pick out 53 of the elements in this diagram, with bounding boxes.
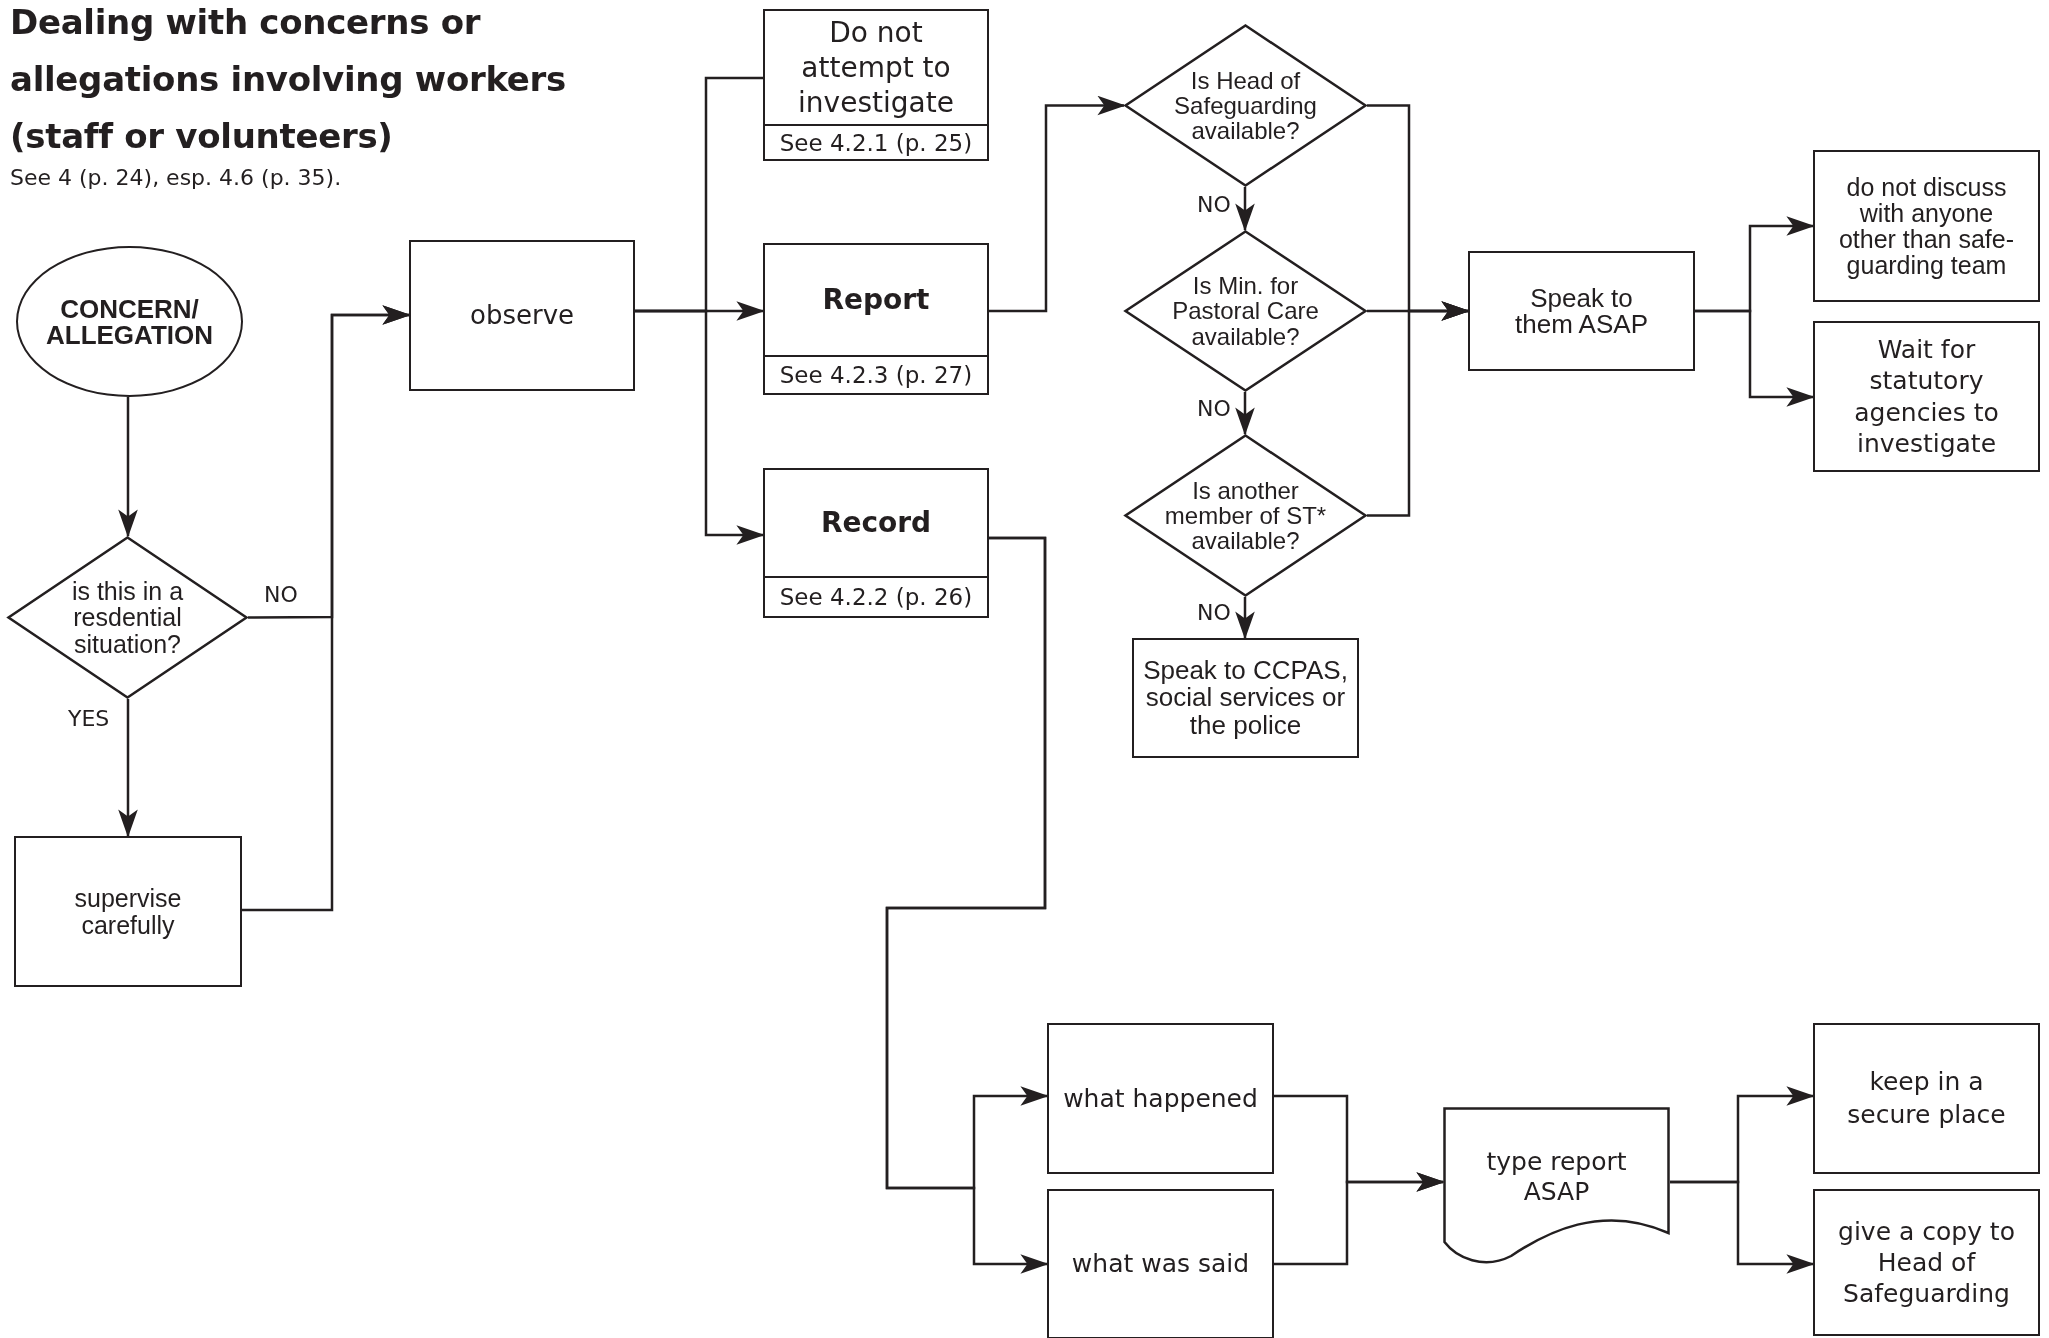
process-box bbox=[763, 468, 989, 618]
node-text: is this in a resdential situation? bbox=[70, 578, 185, 657]
connector-arrow bbox=[242, 305, 411, 912]
decision-diamond bbox=[1124, 24, 1367, 187]
process-box bbox=[1813, 1189, 2040, 1336]
connector-arrow bbox=[1235, 187, 1255, 232]
node-text: Is Head of Safeguarding available? bbox=[1173, 67, 1318, 144]
process-box bbox=[763, 9, 989, 161]
connector-arrow bbox=[635, 309, 765, 545]
node-text: supervise carefully bbox=[73, 885, 183, 938]
process-box bbox=[1813, 150, 2040, 302]
node-text: type report ASAP bbox=[1485, 1147, 1628, 1207]
node-text: keep in a secure place bbox=[1846, 1066, 2007, 1131]
connector-arrow bbox=[1367, 301, 1470, 517]
connector-arrow bbox=[1235, 597, 1255, 640]
decision-diamond bbox=[1124, 230, 1367, 392]
node-text: Speak to them ASAP bbox=[1514, 285, 1649, 337]
node-text: what was said bbox=[1071, 1249, 1250, 1279]
node-text: Is another member of ST* available? bbox=[1163, 477, 1328, 554]
process-box bbox=[14, 836, 242, 987]
reference-text: See 4.2.1 (p. 25) bbox=[779, 129, 973, 156]
reference-text: See 4.2.3 (p. 27) bbox=[779, 362, 973, 388]
process-box bbox=[1047, 1189, 1274, 1338]
node-text: Is Min. for Pastoral Care available? bbox=[1171, 273, 1320, 349]
process-box bbox=[1047, 1023, 1274, 1174]
connector-arrow bbox=[118, 397, 138, 538]
node-text: Speak to CCPAS, social services or the police bbox=[1143, 657, 1348, 739]
node-text: observe bbox=[470, 299, 574, 332]
connector-arrow bbox=[118, 699, 138, 838]
decision-diamond bbox=[7, 536, 248, 699]
node-text: Do not attempt to investigate bbox=[797, 15, 955, 120]
node-text: CONCERN/ ALLEGATION bbox=[44, 295, 215, 348]
node-text: Record bbox=[820, 506, 932, 540]
process-box bbox=[409, 240, 635, 391]
connector-arrow bbox=[1670, 1180, 1815, 1274]
process-box bbox=[1813, 1023, 2040, 1174]
connector-arrow bbox=[1235, 392, 1255, 436]
process-box bbox=[1813, 321, 2040, 472]
node-text: give a copy to Head of Safeguarding bbox=[1837, 1215, 2016, 1310]
connector-arrow bbox=[989, 95, 1126, 313]
process-box bbox=[763, 243, 989, 395]
reference-text: See 4.2.2 (p. 26) bbox=[779, 584, 973, 610]
process-box bbox=[1468, 251, 1695, 371]
node-text: Wait for statutory agencies to investigate bbox=[1853, 334, 2000, 459]
node-text: do not discuss with anyone other than safe-guarding team bbox=[1837, 173, 2016, 279]
reference-note: See 4 (p. 24), esp. 4.6 (p. 35). bbox=[10, 165, 342, 190]
process-box bbox=[1132, 638, 1359, 758]
connector-arrow bbox=[1274, 1172, 1445, 1266]
node-text: Report bbox=[822, 283, 930, 317]
connector-arrow bbox=[1695, 309, 1815, 407]
decision-diamond bbox=[1124, 434, 1367, 597]
node-text: what happened bbox=[1063, 1083, 1258, 1114]
diagram-title: Dealing with concerns or allegations involving workers (staff or volunteers) bbox=[10, 1, 567, 158]
